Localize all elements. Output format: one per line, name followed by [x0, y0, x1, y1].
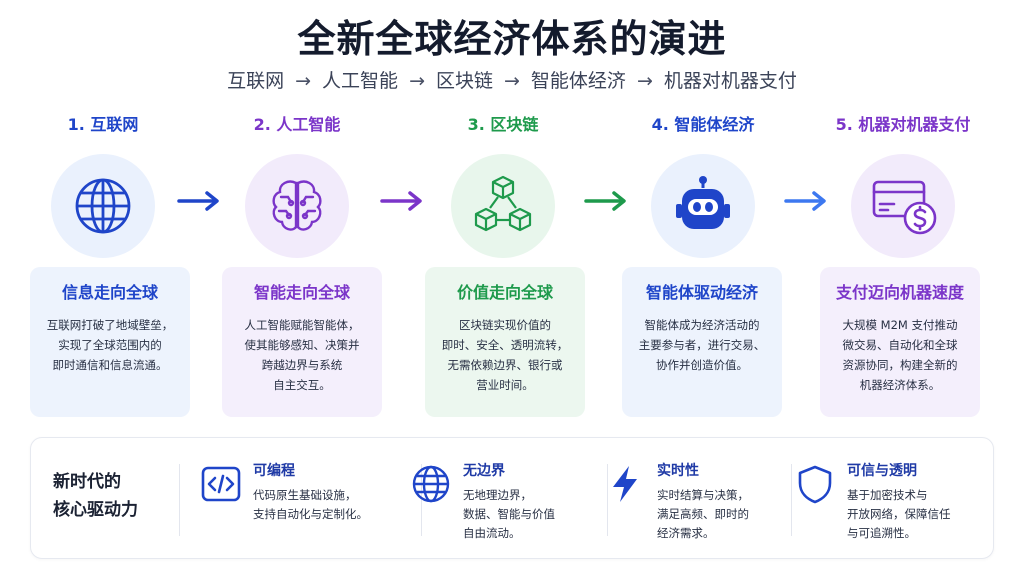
shield-icon: [798, 465, 832, 504]
card-line: 实现了全球范围内的: [58, 338, 162, 352]
feature-line: 开放网络，保障信任: [847, 507, 951, 521]
subtitle-step: 智能体经济: [530, 70, 626, 92]
card-line: 微交易、自动化和全球: [842, 338, 958, 352]
stage-title: 2. 人工智能: [253, 115, 341, 134]
subtitle-arrow: →: [504, 70, 520, 92]
brain-icon: [272, 180, 322, 231]
stage-title: 3. 区块链: [467, 115, 539, 134]
card-title: 信息走向全球: [61, 283, 158, 302]
core-drivers-label: 新时代的 核心驱动力: [53, 468, 173, 524]
stage-card-agent-economy: 智能体驱动经济 智能体成为经济活动的 主要参与者，进行交易、 协作并创造价值。: [622, 267, 782, 417]
feature-description: 实时结算与决策， 满足高频、即时的 经济需求。: [657, 486, 807, 543]
feature-line: 满足高频、即时的: [657, 507, 749, 521]
card-line: 人工智能赋能智能体，: [244, 318, 360, 332]
blocks-icon: [474, 175, 532, 232]
card-line: 机器经济体系。: [859, 378, 941, 392]
card-line: 智能体成为经济活动的: [644, 318, 760, 332]
card-line: 区块链实现价值的: [459, 318, 551, 332]
card-description: 人工智能赋能智能体， 使其能够感知、决策并 跨越边界与系统 自主交互。: [222, 315, 382, 395]
feature-line: 无地理边界，: [463, 488, 532, 502]
feature-line: 数据、智能与价值: [463, 507, 555, 521]
subtitle-arrow: →: [295, 70, 312, 92]
feature-title: 可编程: [253, 463, 295, 479]
flow-arrow-icon: [584, 191, 626, 211]
card-title: 智能体驱动经济: [645, 283, 758, 302]
card-line: 自主交互。: [273, 378, 331, 392]
stage-blockchain: 3. 区块链: [408, 112, 598, 258]
feature-description: 无地理边界， 数据、智能与价值 自由流动。: [463, 486, 613, 543]
divider: [791, 464, 792, 536]
card-line: 使其能够感知、决策并: [244, 338, 360, 352]
robot-icon: [676, 176, 730, 229]
stage-agent-economy: 4. 智能体经济: [608, 112, 798, 258]
subtitle-step: 机器对机器支付: [663, 70, 797, 92]
card-line: 资源协同，构建全新的: [842, 358, 958, 372]
card-line: 协作并创造价值。: [656, 358, 748, 372]
core-label-line: 新时代的: [53, 472, 121, 492]
core-drivers-panel: 新时代的 核心驱动力 可编程 代码原生基础设施， 支持自动化与定制化。 无边界: [30, 437, 994, 559]
stage-title: 4. 智能体经济: [651, 115, 755, 134]
feature-line: 基于加密技术与: [847, 488, 928, 502]
divider: [421, 464, 422, 536]
card-title: 价值走向全球: [456, 283, 553, 302]
feature-description: 代码原生基础设施， 支持自动化与定制化。: [253, 486, 403, 524]
card-title: 智能走向全球: [253, 283, 350, 302]
card-description: 区块链实现价值的 即时、安全、透明流转， 无需依赖边界、银行或 营业时间。: [425, 315, 585, 395]
divider: [179, 464, 180, 536]
stage-ai: 2. 人工智能: [202, 112, 392, 258]
card-line: 营业时间。: [476, 378, 534, 392]
card-title: 支付迈向机器速度: [835, 283, 964, 302]
feature-title: 无边界: [463, 463, 505, 479]
divider: [607, 464, 608, 536]
stage-icon-circle: [451, 154, 555, 258]
card-description: 互联网打破了地域壁垒， 实现了全球范围内的 即时通信和信息流通。: [30, 315, 190, 375]
feature-line: 实时结算与决策，: [657, 488, 749, 502]
core-label-line: 核心驱动力: [53, 500, 138, 520]
payment-card-icon: [872, 180, 937, 235]
flow-arrow-icon: [177, 191, 219, 211]
feature-title: 可信与透明: [847, 463, 917, 479]
card-line: 互联网打破了地域壁垒，: [46, 318, 174, 332]
stage-card-blockchain: 价值走向全球 区块链实现价值的 即时、安全、透明流转， 无需依赖边界、银行或 营…: [425, 267, 585, 417]
stage-icon-circle: [851, 154, 955, 258]
stage-title: 5. 机器对机器支付: [835, 115, 971, 134]
subtitle-step: 区块链: [435, 70, 493, 92]
flow-arrow-icon: [380, 191, 422, 211]
feature-title: 实时性: [657, 463, 699, 479]
stage-icon-circle: [245, 154, 349, 258]
feature-line: 支持自动化与定制化。: [253, 507, 368, 521]
stage-card-m2m-payment: 支付迈向机器速度 大规模 M2M 支付推动 微交易、自动化和全球 资源协同，构建…: [820, 267, 980, 417]
card-line: 跨越边界与系统: [261, 358, 343, 372]
flow-arrow-icon: [784, 191, 826, 211]
subtitle-arrow: →: [636, 70, 653, 92]
feature-line: 自由流动。: [463, 526, 521, 540]
stage-title: 1. 互联网: [67, 115, 139, 134]
feature-line: 经济需求。: [657, 526, 715, 540]
globe-icon: [412, 465, 450, 503]
card-description: 智能体成为经济活动的 主要参与者，进行交易、 协作并创造价值。: [622, 315, 782, 375]
card-line: 主要参与者，进行交易、: [638, 338, 766, 352]
feature-line: 与可追溯性。: [847, 526, 916, 540]
stage-card-ai: 智能走向全球 人工智能赋能智能体， 使其能够感知、决策并 跨越边界与系统 自主交…: [222, 267, 382, 417]
globe-icon: [75, 178, 131, 234]
card-line: 即时、安全、透明流转，: [441, 338, 569, 352]
card-description: 大规模 M2M 支付推动 微交易、自动化和全球 资源协同，构建全新的 机器经济体…: [820, 315, 980, 395]
stage-internet: 1. 互联网: [8, 112, 198, 258]
evolution-subtitle: 互联网 → 人工智能 → 区块链 → 智能体经济 → 机器对机器支付: [0, 66, 1024, 93]
card-line: 即时通信和信息流通。: [52, 358, 168, 372]
card-line: 无需依赖边界、银行或: [447, 358, 563, 372]
feature-description: 基于加密技术与 开放网络，保障信任 与可追溯性。: [847, 486, 997, 543]
stage-icon-circle: [51, 154, 155, 258]
stage-icon-circle: [651, 154, 755, 258]
stage-card-internet: 信息走向全球 互联网打破了地域壁垒， 实现了全球范围内的 即时通信和信息流通。: [30, 267, 190, 417]
subtitle-arrow: →: [409, 70, 425, 92]
stage-m2m-payment: 5. 机器对机器支付: [808, 112, 998, 258]
code-icon: [201, 466, 241, 502]
feature-line: 代码原生基础设施，: [253, 488, 357, 502]
lightning-icon: [613, 466, 637, 502]
subtitle-step: 互联网: [227, 70, 285, 92]
subtitle-step: 人工智能: [322, 70, 399, 92]
card-line: 大规模 M2M 支付推动: [842, 318, 958, 332]
page-title: 全新全球经济体系的演进: [297, 17, 727, 61]
